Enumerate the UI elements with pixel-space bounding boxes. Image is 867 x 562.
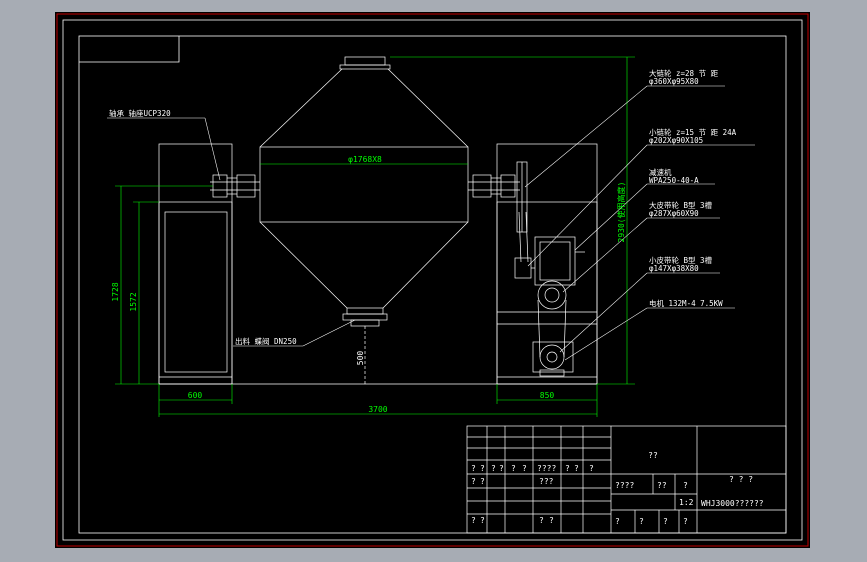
shaft-assembly	[210, 181, 520, 191]
dim-right-850: 850	[540, 391, 555, 400]
tb-r1-c5: ?	[522, 464, 527, 473]
dim-outlet-500: 500	[356, 351, 365, 366]
small-sprocket-spec: φ202Xφ90X105	[649, 136, 703, 145]
tb-r3-c2: ?	[539, 516, 544, 525]
viewport-frame	[56, 13, 809, 547]
tb-r1-c7: ?	[565, 464, 570, 473]
outlet-valve-label: 出料 蝶阀 DN250	[235, 336, 297, 346]
tb-drawing-number: WHJ3000??????	[701, 499, 764, 508]
leader-lines	[107, 85, 755, 361]
tb-r3-c0: ?	[471, 516, 476, 525]
tb-r1-c6: ????	[537, 464, 556, 473]
big-sprocket-spec: φ360Xφ95X80	[649, 77, 699, 86]
tb-r2-c2: ???	[539, 477, 554, 486]
tb-r2-c0: ?	[471, 477, 476, 486]
tb-sub-0: ????	[615, 481, 634, 490]
dim-total-3700: 3700	[368, 405, 387, 414]
motor-label: 电机 132M-4 7.5KW	[649, 298, 723, 308]
dim-height-1728: 1728	[111, 282, 120, 301]
tb-r1-c9: ?	[589, 464, 594, 473]
title-block-company: ? ? ?	[729, 475, 753, 484]
tb-bottom-0: ?	[615, 517, 620, 526]
tb-bottom-1: ?	[639, 517, 644, 526]
dim-vessel-diameter: φ1768X8	[348, 155, 382, 164]
small-sprocket-title: 小链轮 z=15 节 距 24A	[649, 127, 737, 137]
tb-sub-2: ?	[683, 481, 688, 490]
dim-overall-height: 2930(使用高度)	[616, 182, 626, 243]
right-support-frame	[496, 143, 598, 385]
tb-r1-c8: ?	[574, 464, 579, 473]
tb-bottom-2: ?	[663, 517, 668, 526]
title-block-name: ??	[648, 451, 658, 460]
tb-scale: 1:2	[679, 498, 694, 507]
tb-r1-c2: ?	[491, 464, 496, 473]
tb-sub-1: ??	[657, 481, 667, 490]
right-bearing	[472, 174, 516, 198]
dim-height-1572: 1572	[129, 292, 138, 311]
tb-bottom-3: ?	[683, 517, 688, 526]
tb-r1-c4: ?	[511, 464, 516, 473]
dim-left-600: 600	[188, 391, 203, 400]
tb-r3-c1: ?	[480, 516, 485, 525]
reducer-spec: WPA250-40-A	[649, 176, 699, 185]
bearing-label: 轴承 轴座UCP320	[109, 108, 171, 118]
big-sprocket-title: 大链轮 z=28 节 距	[649, 68, 719, 78]
corner-stamp-box	[79, 36, 180, 63]
small-pulley-title: 小皮带轮 B型 3槽	[649, 255, 713, 265]
double-cone-vessel	[259, 56, 469, 384]
tb-r3-c3: ?	[549, 516, 554, 525]
tb-r1-c0: ?	[471, 464, 476, 473]
tb-r2-c1: ?	[480, 477, 485, 486]
sheet-outer-border	[62, 19, 803, 541]
small-pulley-spec: φ147Xφ38X80	[649, 264, 699, 273]
left-bearing	[212, 174, 256, 198]
big-pulley-spec: φ287Xφ60X90	[649, 209, 699, 218]
tb-r1-c1: ?	[480, 464, 485, 473]
big-pulley-title: 大皮带轮 B型 3槽	[649, 200, 713, 210]
reducer-title: 减速机	[649, 167, 672, 177]
cad-viewport[interactable]: 轴承 轴座UCP320 出料 蝶阀 DN250 大链轮 z=28 节 距 φ36…	[55, 12, 810, 548]
cad-drawing: 轴承 轴座UCP320 出料 蝶阀 DN250 大链轮 z=28 节 距 φ36…	[56, 13, 809, 547]
tb-r1-c3: ?	[499, 464, 504, 473]
dimension-lines	[115, 56, 635, 417]
left-support-frame	[158, 143, 233, 385]
drive-train	[514, 161, 585, 377]
sheet-inner-border	[78, 35, 787, 534]
title-block	[466, 425, 787, 534]
